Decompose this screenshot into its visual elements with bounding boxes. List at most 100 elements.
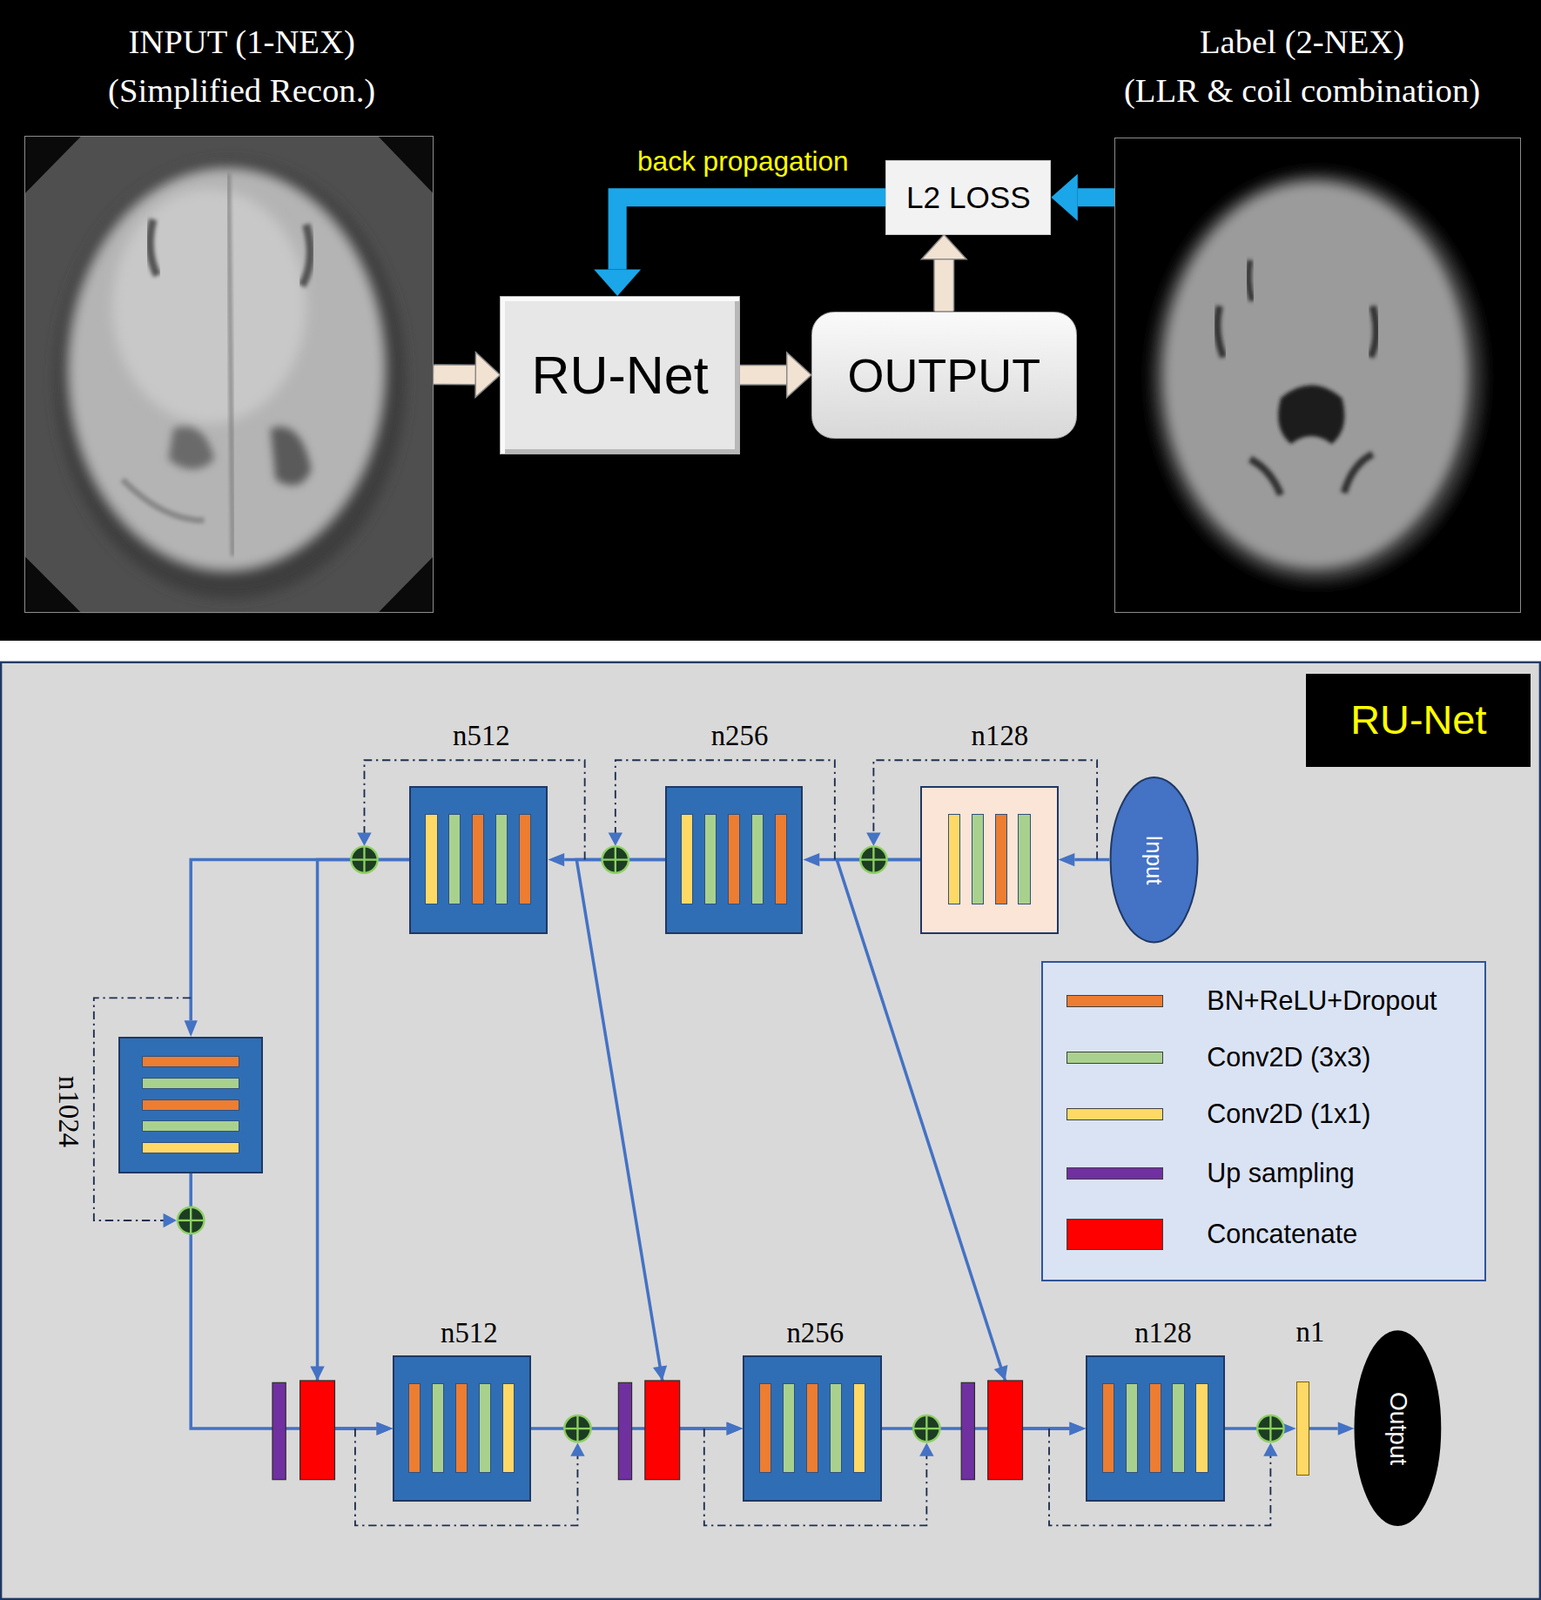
drawing-part <box>860 846 887 873</box>
drawing-part <box>1217 306 1224 358</box>
connector-line <box>740 365 788 384</box>
arrow-head <box>1050 174 1077 222</box>
drawing-part <box>54 160 406 599</box>
drawing-part <box>177 1207 204 1234</box>
connector <box>740 352 812 398</box>
bottom-panel <box>0 662 1541 1600</box>
connector-outline <box>933 259 955 312</box>
arrow-head <box>376 1421 394 1435</box>
drawing-part <box>309 1366 324 1381</box>
connector <box>1058 853 1111 867</box>
connector-line <box>935 259 954 312</box>
connector-line <box>1077 188 1115 207</box>
drawing-part <box>24 135 434 614</box>
connector-line <box>317 860 410 1430</box>
drawing-part <box>576 1415 579 1442</box>
drawing-part <box>1316 479 1320 572</box>
drawing-part <box>228 173 234 557</box>
arrow-head <box>1069 1421 1086 1435</box>
layer-bar <box>141 1099 239 1111</box>
drawing-part <box>866 833 881 847</box>
drawing-part <box>24 135 434 614</box>
drawing-part <box>645 1380 680 1481</box>
drawing-part <box>872 846 875 873</box>
node-text: n512 <box>440 1317 498 1351</box>
input-ellipse: Input <box>1109 775 1199 944</box>
layer-bar <box>1171 1383 1185 1474</box>
connector-line <box>1074 858 1110 862</box>
input-brain-image <box>24 135 434 614</box>
legend-swatch <box>1066 1051 1164 1064</box>
decoder-block: n512 <box>392 1355 531 1503</box>
node-text: n512 <box>452 720 511 754</box>
layer-bar <box>727 814 741 905</box>
layer-bar <box>408 1383 421 1474</box>
ellipse-shape <box>1355 1332 1441 1527</box>
connector-outline <box>740 364 788 386</box>
connector-line <box>617 197 886 270</box>
node-text: n256 <box>786 1317 844 1351</box>
connector <box>190 1173 393 1436</box>
legend-swatch <box>1066 1218 1164 1250</box>
drawing-part <box>602 846 629 873</box>
drawing-part <box>1263 1442 1278 1456</box>
drawing-part <box>1307 194 1313 337</box>
arrow-head <box>547 853 565 867</box>
label-image: Label (2-NEX)(LLR & coil combination) <box>1114 137 1521 613</box>
drawing-part <box>652 1366 667 1381</box>
layer-bar <box>971 814 984 905</box>
node-text: Output <box>1384 1392 1413 1466</box>
arrow-head <box>184 1020 198 1037</box>
arrow-head <box>1338 1421 1355 1435</box>
node-text: RU-Net <box>1350 697 1487 745</box>
drawing-part <box>270 426 312 485</box>
drawing-part <box>350 846 377 873</box>
layer-bar <box>829 1383 842 1474</box>
layer-bar <box>471 814 485 905</box>
connector <box>433 352 500 398</box>
arrow-head <box>726 1421 744 1435</box>
node-text: n128 <box>971 720 1030 754</box>
drawing-part <box>913 1415 940 1442</box>
output-conv-bar: n1 <box>1296 1381 1310 1476</box>
arrow-head <box>921 235 967 260</box>
layer-bar <box>495 814 508 905</box>
layer-bar <box>455 1383 468 1474</box>
layer-bar <box>1149 1383 1162 1474</box>
drawing-part <box>1248 260 1252 302</box>
connector-line <box>836 860 1070 1430</box>
drawing-part <box>1370 306 1377 358</box>
output-ellipse: Output <box>1353 1329 1442 1528</box>
drawing-part <box>302 224 311 286</box>
legend-swatch <box>1066 995 1164 1008</box>
node-text: (Simplified Recon.) <box>107 71 376 110</box>
connector <box>1309 1421 1355 1435</box>
layer-bar <box>995 814 1008 905</box>
layer-bar <box>141 1142 239 1154</box>
layer-bar <box>782 1383 795 1474</box>
drawing-part <box>300 1380 336 1481</box>
connector <box>184 860 410 1037</box>
drawing-part <box>363 846 365 873</box>
node-text: n256 <box>711 720 769 754</box>
layer-bar <box>141 1120 239 1132</box>
drawing-part <box>618 1382 632 1480</box>
arrow-head <box>802 853 820 867</box>
drawing-part <box>913 1415 940 1442</box>
layer-bar <box>141 1077 239 1090</box>
node-text: n128 <box>1134 1317 1192 1351</box>
drawing-part <box>1257 1415 1284 1442</box>
arrow-head <box>787 352 812 398</box>
drawing-part <box>1250 458 1281 495</box>
input-image: INPUT (1-NEX)(Simplified Recon.) <box>24 135 434 614</box>
edge-label: back propagation <box>633 145 853 177</box>
arrow-head <box>1058 853 1076 867</box>
layer-bar <box>424 814 438 905</box>
connector <box>576 860 743 1436</box>
bottleneck-block: n1024 <box>118 1036 263 1174</box>
drawing-part <box>1257 1415 1284 1442</box>
drawing-part <box>570 1442 585 1456</box>
drawing-part <box>272 1382 286 1480</box>
panel-gap <box>0 640 1541 661</box>
node-text: n1 <box>1296 1316 1326 1350</box>
